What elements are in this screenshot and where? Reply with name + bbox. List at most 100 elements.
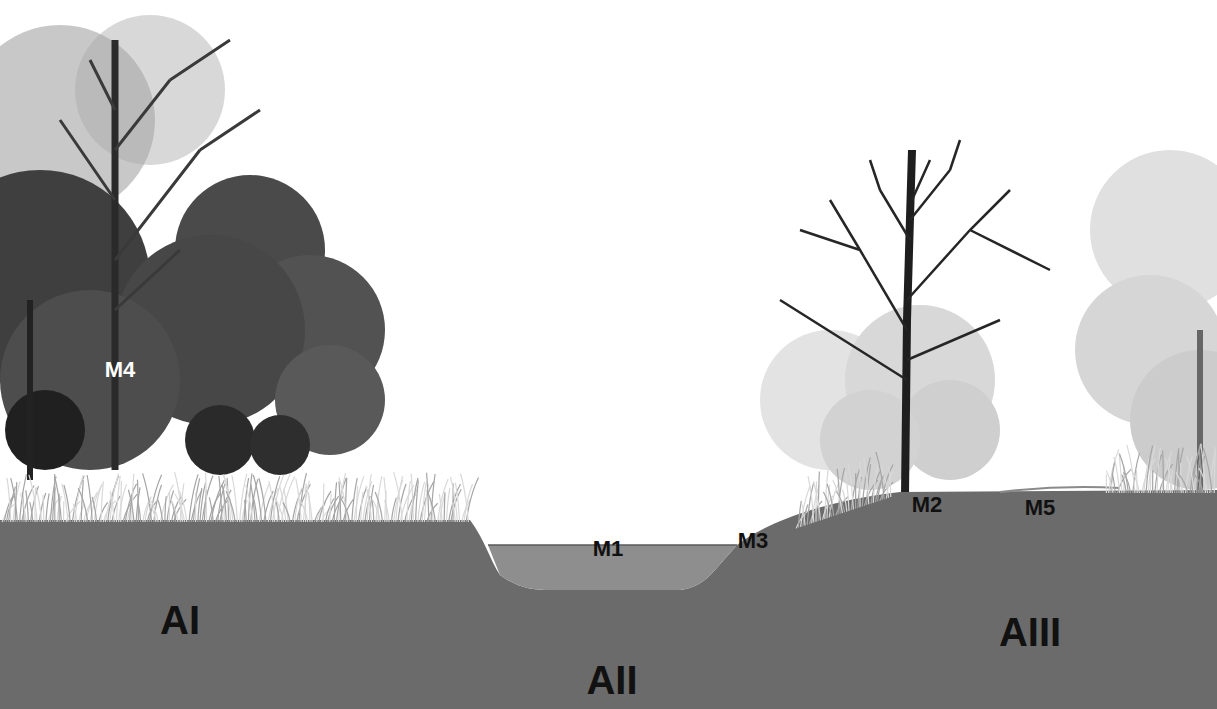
shrub bbox=[5, 390, 85, 470]
grass-blade bbox=[864, 458, 869, 505]
grass-blade bbox=[859, 462, 860, 507]
grass-blade bbox=[300, 500, 308, 522]
grass-blade bbox=[1175, 450, 1179, 493]
grass-blade bbox=[356, 486, 357, 522]
grass-blade bbox=[339, 477, 348, 522]
grass-blade bbox=[63, 502, 64, 522]
grass-blade bbox=[813, 481, 820, 520]
grass-blade bbox=[1114, 457, 1120, 493]
grass-blade bbox=[1203, 448, 1212, 493]
site-label: M3 bbox=[738, 530, 769, 552]
grass bbox=[2, 444, 1215, 529]
grass-blade bbox=[427, 490, 435, 522]
grass-blade bbox=[259, 478, 266, 522]
grass-blade bbox=[1148, 445, 1155, 493]
grass-blade bbox=[195, 493, 196, 522]
grass-blade bbox=[361, 492, 363, 522]
grass-blade bbox=[1195, 475, 1204, 493]
grass-blade bbox=[78, 488, 88, 522]
grass-blade bbox=[226, 491, 235, 522]
grass-blade bbox=[827, 484, 833, 516]
bare-tree-trunk bbox=[905, 150, 912, 495]
grass-blade bbox=[125, 484, 136, 522]
grass-blade bbox=[87, 475, 92, 522]
grass-blade bbox=[20, 493, 26, 522]
grass-blade bbox=[439, 494, 442, 522]
grass-blade bbox=[848, 464, 853, 510]
grass-blade bbox=[1177, 448, 1183, 493]
grass-blade bbox=[339, 481, 341, 522]
grass-blade bbox=[1186, 455, 1194, 493]
site-label: M4 bbox=[105, 359, 136, 381]
grass-blade bbox=[209, 497, 213, 522]
zone-label: AI bbox=[160, 600, 200, 640]
grass-blade bbox=[1106, 475, 1107, 493]
grass-blade bbox=[1165, 458, 1172, 493]
grass-blade bbox=[341, 498, 350, 522]
grass-blade bbox=[206, 473, 207, 522]
grass-blade bbox=[29, 475, 37, 522]
grass-blade bbox=[275, 498, 284, 522]
grass-blade bbox=[889, 467, 891, 497]
grass-blade bbox=[283, 503, 290, 522]
grass-blade bbox=[461, 473, 469, 522]
grass-blade bbox=[223, 475, 233, 522]
grass-blade bbox=[92, 497, 97, 522]
grass-blade bbox=[1152, 470, 1153, 493]
grass-blade bbox=[455, 483, 459, 522]
grass-blade bbox=[305, 487, 307, 522]
grass-blade bbox=[169, 491, 171, 522]
grass-blade bbox=[1109, 449, 1119, 493]
grass-blade bbox=[366, 486, 372, 522]
grass-blade bbox=[452, 502, 455, 522]
grass-blade bbox=[1179, 475, 1188, 493]
shrub bbox=[250, 415, 310, 475]
tree-trunk bbox=[27, 300, 33, 480]
zone-label: AIII bbox=[999, 612, 1061, 652]
grass-blade bbox=[1199, 468, 1208, 493]
grass-blade bbox=[138, 503, 140, 522]
grass-blade bbox=[330, 494, 331, 522]
grass-blade bbox=[170, 499, 178, 522]
grass-blade bbox=[232, 475, 237, 522]
grass-blade bbox=[245, 500, 247, 522]
grass-blade bbox=[42, 495, 44, 522]
grass-blade bbox=[11, 478, 18, 522]
grass-blade bbox=[444, 492, 446, 522]
grass-blade bbox=[7, 478, 11, 522]
bare-tree-branches bbox=[780, 140, 1050, 380]
grass-blade bbox=[881, 467, 889, 498]
grass-blade bbox=[802, 505, 805, 526]
grass-blade bbox=[845, 472, 849, 511]
grass-blade bbox=[1111, 461, 1115, 493]
ground-section bbox=[0, 490, 1217, 709]
grass-blade bbox=[372, 500, 374, 522]
grass-blade bbox=[120, 481, 122, 522]
grass-blade bbox=[876, 452, 884, 499]
grass-blade bbox=[244, 478, 249, 522]
grass-blade bbox=[253, 496, 257, 522]
grass-blade bbox=[137, 480, 139, 522]
grass-blade bbox=[394, 472, 403, 522]
grass-blade bbox=[375, 492, 382, 522]
grass-blade bbox=[36, 488, 42, 522]
grass-blade bbox=[306, 484, 313, 522]
grass-blade bbox=[808, 476, 814, 522]
tree-crown bbox=[75, 15, 225, 165]
grass-blade bbox=[384, 477, 387, 522]
right-woodland bbox=[760, 140, 1217, 495]
grass-blade bbox=[1112, 474, 1115, 493]
grass-blade bbox=[54, 476, 61, 522]
grass-blade bbox=[334, 482, 336, 522]
grass-blade bbox=[833, 480, 843, 513]
grass-blade bbox=[1162, 450, 1164, 493]
grass-blade bbox=[151, 501, 159, 522]
zone-label: AII bbox=[586, 660, 637, 700]
grass-blade bbox=[143, 473, 152, 522]
shrub bbox=[185, 405, 255, 475]
grass-blade bbox=[46, 493, 49, 522]
grass-blade bbox=[158, 500, 163, 522]
grass-blade bbox=[843, 490, 847, 512]
embankment bbox=[1000, 487, 1120, 492]
